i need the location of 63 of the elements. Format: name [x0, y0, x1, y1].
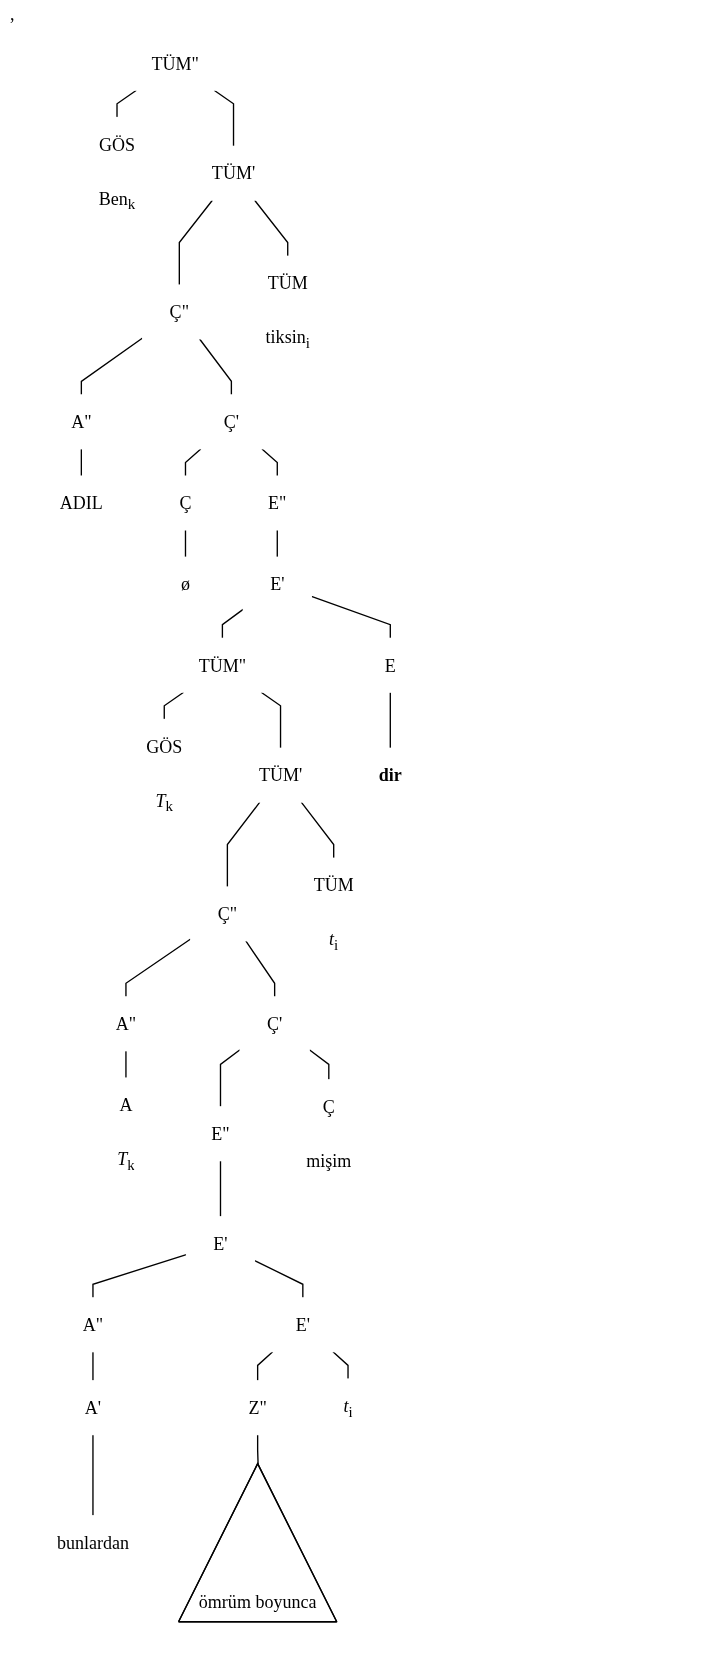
connector: [308, 1049, 330, 1081]
node-text: E': [270, 574, 285, 595]
node-text: E": [211, 1123, 230, 1144]
connector: [184, 529, 187, 558]
node-text: E': [295, 1314, 310, 1335]
node-text: Ç mişim: [306, 1096, 352, 1171]
node-text: Ç: [179, 493, 192, 513]
connector: [163, 691, 185, 720]
connector: [184, 448, 202, 477]
node-text: A": [71, 411, 92, 432]
connector: [198, 338, 233, 396]
connector: [226, 801, 261, 888]
node-text: A': [84, 1397, 102, 1418]
node-text: TÜM': [211, 163, 256, 184]
connector: [261, 448, 278, 477]
connector: [310, 595, 391, 639]
connector: [254, 1259, 304, 1299]
node-text: A T$_{k}$: [117, 1095, 135, 1174]
node-text: A": [115, 1013, 137, 1034]
node-text: GÖS Ben$_{k}$: [98, 134, 136, 213]
connector: [256, 1351, 274, 1382]
connector: [92, 1434, 94, 1517]
connector: [300, 801, 335, 859]
node-text: E": [268, 493, 287, 513]
node-text: GÖS T$_{k}$: [146, 736, 183, 815]
node-text: ADIL: [59, 493, 103, 513]
connector: [389, 691, 391, 749]
node-text: Ç": [217, 904, 238, 924]
connector: [219, 1049, 241, 1108]
node-text: Ç': [267, 1013, 283, 1034]
node-text: Ç": [169, 302, 190, 322]
punctuation-mark: ,: [10, 4, 15, 24]
node-text: TÜM t$_{i}$: [313, 875, 354, 954]
connector: [116, 89, 138, 118]
connector: [92, 1253, 187, 1299]
connector: [125, 1050, 127, 1079]
node-text: ø: [180, 574, 190, 595]
node-text: Z": [248, 1397, 267, 1418]
node-text: E: [384, 655, 396, 676]
node-text: TÜM": [198, 655, 247, 676]
node-text: t$_{i}$: [343, 1396, 353, 1421]
node-text: dir: [378, 765, 402, 786]
connector: [332, 1351, 349, 1380]
connector: [80, 337, 144, 396]
connector: [125, 938, 192, 998]
connector: [92, 1351, 94, 1382]
connector: [221, 608, 244, 639]
node-text: bunlardan: [56, 1532, 129, 1553]
connector: [80, 448, 83, 477]
node-text: E': [213, 1233, 228, 1254]
connector: [260, 691, 282, 749]
connector: [213, 89, 235, 147]
connector: [276, 529, 278, 558]
node-text: A": [82, 1314, 104, 1335]
connector: [219, 1160, 222, 1218]
connector: [178, 199, 214, 286]
connector: [245, 940, 276, 998]
connector: [256, 1434, 259, 1465]
node-text: TÜM": [151, 53, 199, 74]
connector: [253, 199, 289, 257]
node-text: TÜM tiksin$_{i}$: [265, 273, 310, 352]
node-text: Ç': [223, 411, 240, 432]
node-text: TÜM': [258, 765, 303, 786]
